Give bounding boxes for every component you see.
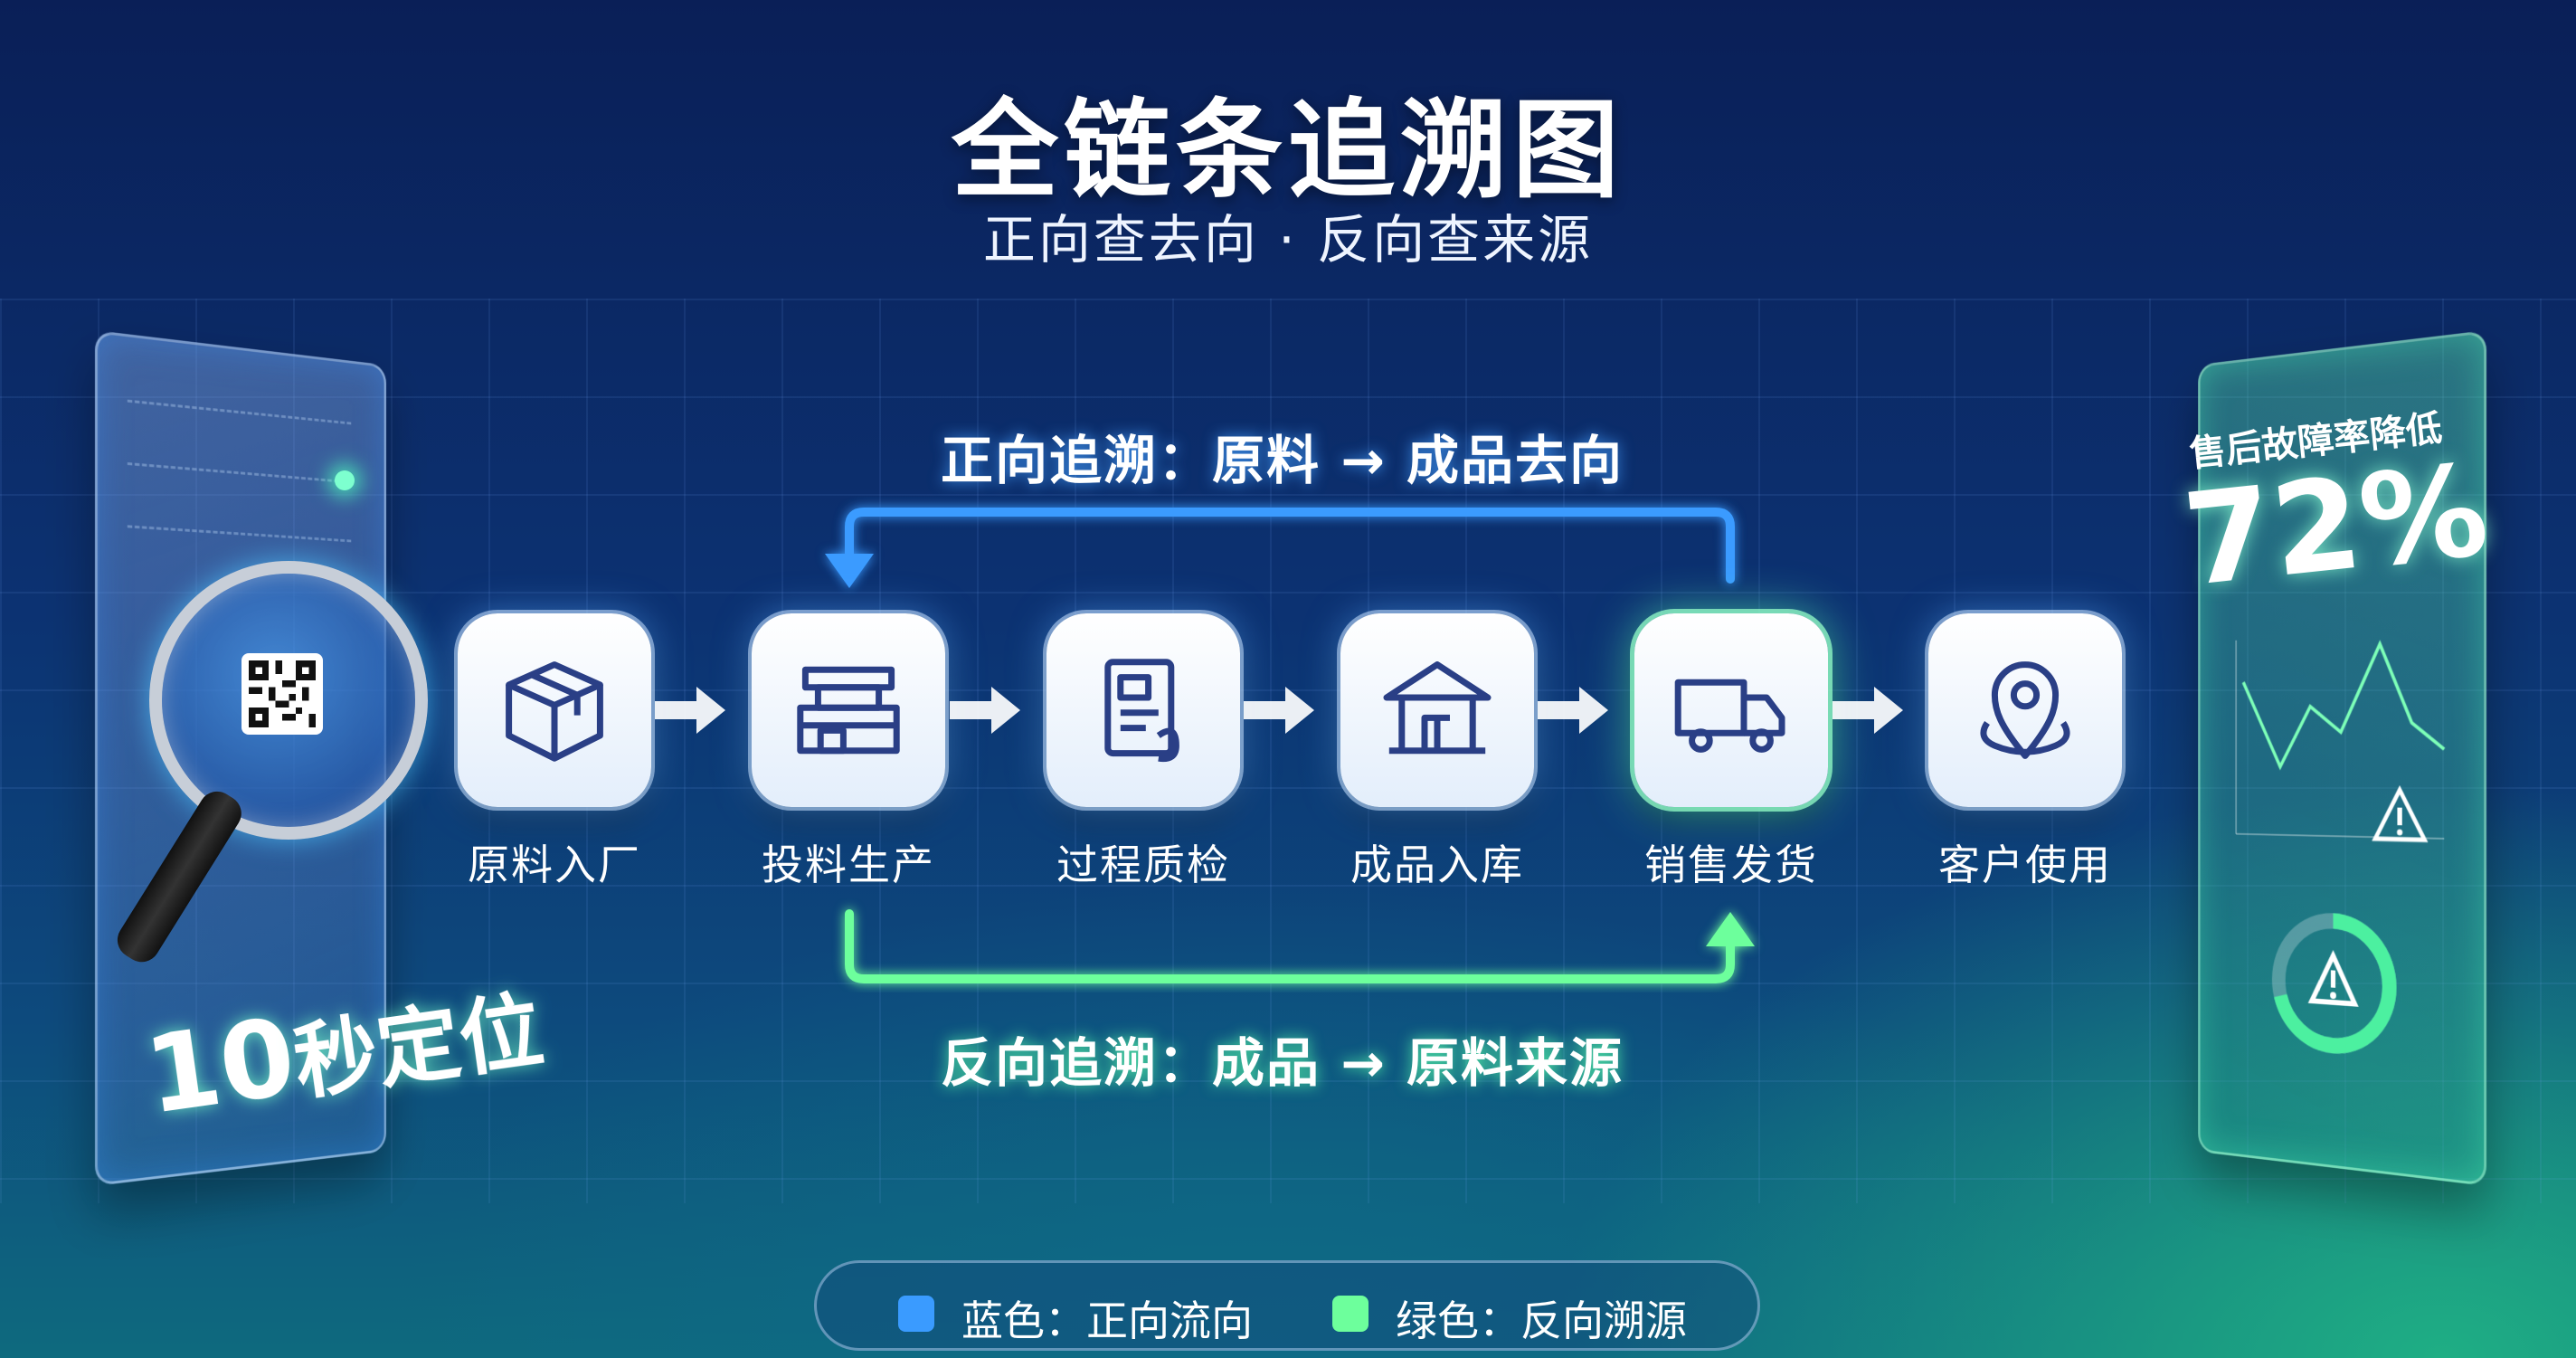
step-label: 成品入库 xyxy=(1350,840,1524,889)
step-warehousing[interactable] xyxy=(1340,613,1534,807)
forward-trace-title: 正向追溯：原料 → 成品去向 xyxy=(941,430,1624,491)
inspection-doc-icon xyxy=(1104,659,1179,763)
box-icon xyxy=(506,661,603,762)
flow-arrow-icon xyxy=(950,687,1020,734)
legend-green-swatch xyxy=(1332,1296,1368,1332)
flow-arrow-icon xyxy=(1538,687,1608,734)
legend-blue-label: 蓝色：正向流向 xyxy=(961,1296,1253,1345)
step-label: 投料生产 xyxy=(762,840,935,889)
factory-icon xyxy=(797,666,900,755)
step-customer-use[interactable] xyxy=(1928,613,2122,807)
step-quality-check[interactable] xyxy=(1046,613,1240,807)
forward-loop-arrow xyxy=(825,508,1735,588)
flow-arrow-icon xyxy=(1833,687,1903,734)
step-raw-material-in[interactable] xyxy=(458,613,651,807)
step-label: 原料入厂 xyxy=(468,840,641,889)
warehouse-icon xyxy=(1383,661,1492,755)
backward-loop-arrow xyxy=(845,909,1755,983)
glow-dot xyxy=(335,470,355,490)
flow-arrow-icon xyxy=(655,687,725,734)
legend: 蓝色：正向流向 绿色：反向溯源 xyxy=(814,1260,1760,1351)
page-subtitle: 正向查去向 · 反向查来源 xyxy=(982,209,1594,271)
step-shipping[interactable] xyxy=(1634,613,1828,807)
flow-arrow-icon xyxy=(1244,687,1314,734)
step-label: 销售发货 xyxy=(1644,840,1818,889)
qr-code-icon xyxy=(242,653,323,735)
legend-blue-swatch xyxy=(898,1296,934,1332)
step-label: 客户使用 xyxy=(1938,840,2112,889)
truck-icon xyxy=(1674,679,1785,753)
page-title: 全链条追溯图 xyxy=(951,88,1624,213)
step-label: 过程质检 xyxy=(1056,840,1230,889)
backward-trace-title: 反向追溯：成品 → 原料来源 xyxy=(941,1032,1624,1094)
legend-green-label: 绿色：反向溯源 xyxy=(1396,1296,1687,1345)
background-grid xyxy=(0,299,2576,1203)
location-pin-icon xyxy=(1980,661,2070,759)
step-production[interactable] xyxy=(752,613,945,807)
